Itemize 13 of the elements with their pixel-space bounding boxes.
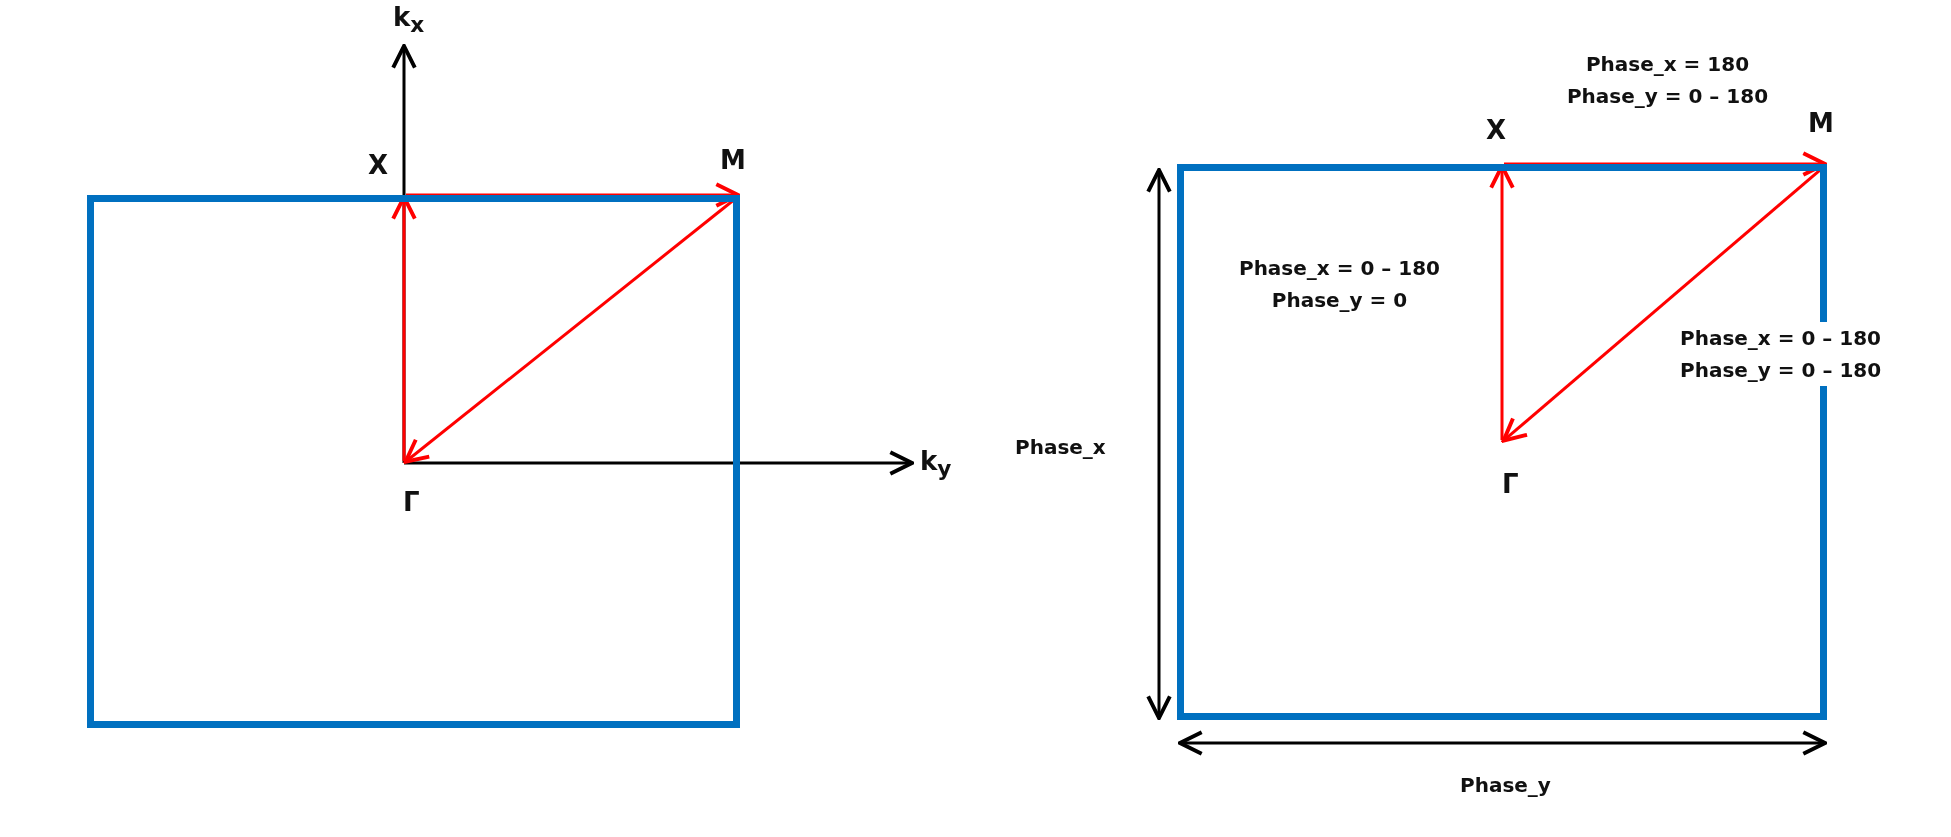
point-label: X	[1486, 115, 1507, 145]
arrow	[1504, 151, 1827, 177]
dimension-label: Phase_y	[1460, 772, 1551, 799]
axis-label: k$_{y}$	[920, 446, 952, 484]
zone-square	[87, 195, 740, 728]
axis-label: k$_{x}$	[393, 2, 425, 40]
dimension-label: Phase_x	[1015, 434, 1106, 461]
point-label: Γ	[1502, 469, 1519, 499]
point-label: M	[720, 145, 746, 175]
point-label: X	[368, 150, 389, 180]
point-label: Γ	[403, 487, 420, 517]
point-label: M	[1808, 108, 1834, 138]
arrow	[406, 182, 740, 208]
